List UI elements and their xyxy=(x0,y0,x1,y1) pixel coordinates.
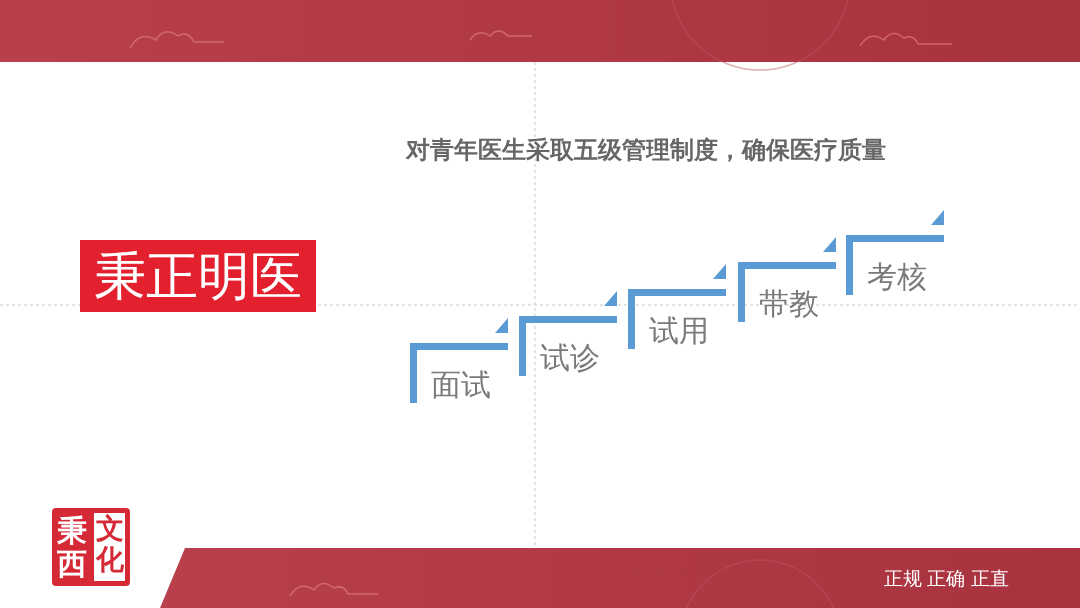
seal-logo xyxy=(52,508,130,586)
footer-slogan: 正规 正确 正直 xyxy=(884,566,1009,592)
step-label: 带教 xyxy=(759,286,819,322)
stair-step: 考核 xyxy=(846,235,944,295)
cloud-decoration xyxy=(130,0,952,70)
step-arrow-tip xyxy=(931,210,944,225)
slide-title: 对青年医生采取五级管理制度，确保医疗质量 xyxy=(406,134,886,166)
seal-text: 文化 xyxy=(96,514,124,576)
step-bracket xyxy=(846,235,944,295)
step-arrow-tip xyxy=(823,237,836,252)
badge-text: 秉正明医 xyxy=(94,244,302,308)
title-badge: 秉正明医 xyxy=(80,240,316,312)
top-band xyxy=(0,0,1080,62)
cloud-decoration xyxy=(290,560,840,608)
bottom-band xyxy=(160,548,1080,608)
step-label: 试用 xyxy=(649,313,709,349)
step-bracket xyxy=(519,316,617,376)
step-label: 考核 xyxy=(867,259,927,295)
step-label: 试诊 xyxy=(540,340,600,376)
stair-step: 面试 xyxy=(410,343,508,403)
step-arrow-tip xyxy=(604,291,617,306)
stair-step: 带教 xyxy=(738,262,836,322)
step-bracket xyxy=(410,343,508,403)
step-bracket xyxy=(628,289,726,349)
seal-text: 秉西 xyxy=(57,514,87,580)
step-arrow-tip xyxy=(495,318,508,333)
stair-step: 试用 xyxy=(628,289,726,349)
stair-step: 试诊 xyxy=(519,316,617,376)
step-bracket xyxy=(738,262,836,322)
step-arrow-tip xyxy=(713,264,726,279)
step-label: 面试 xyxy=(431,367,491,403)
